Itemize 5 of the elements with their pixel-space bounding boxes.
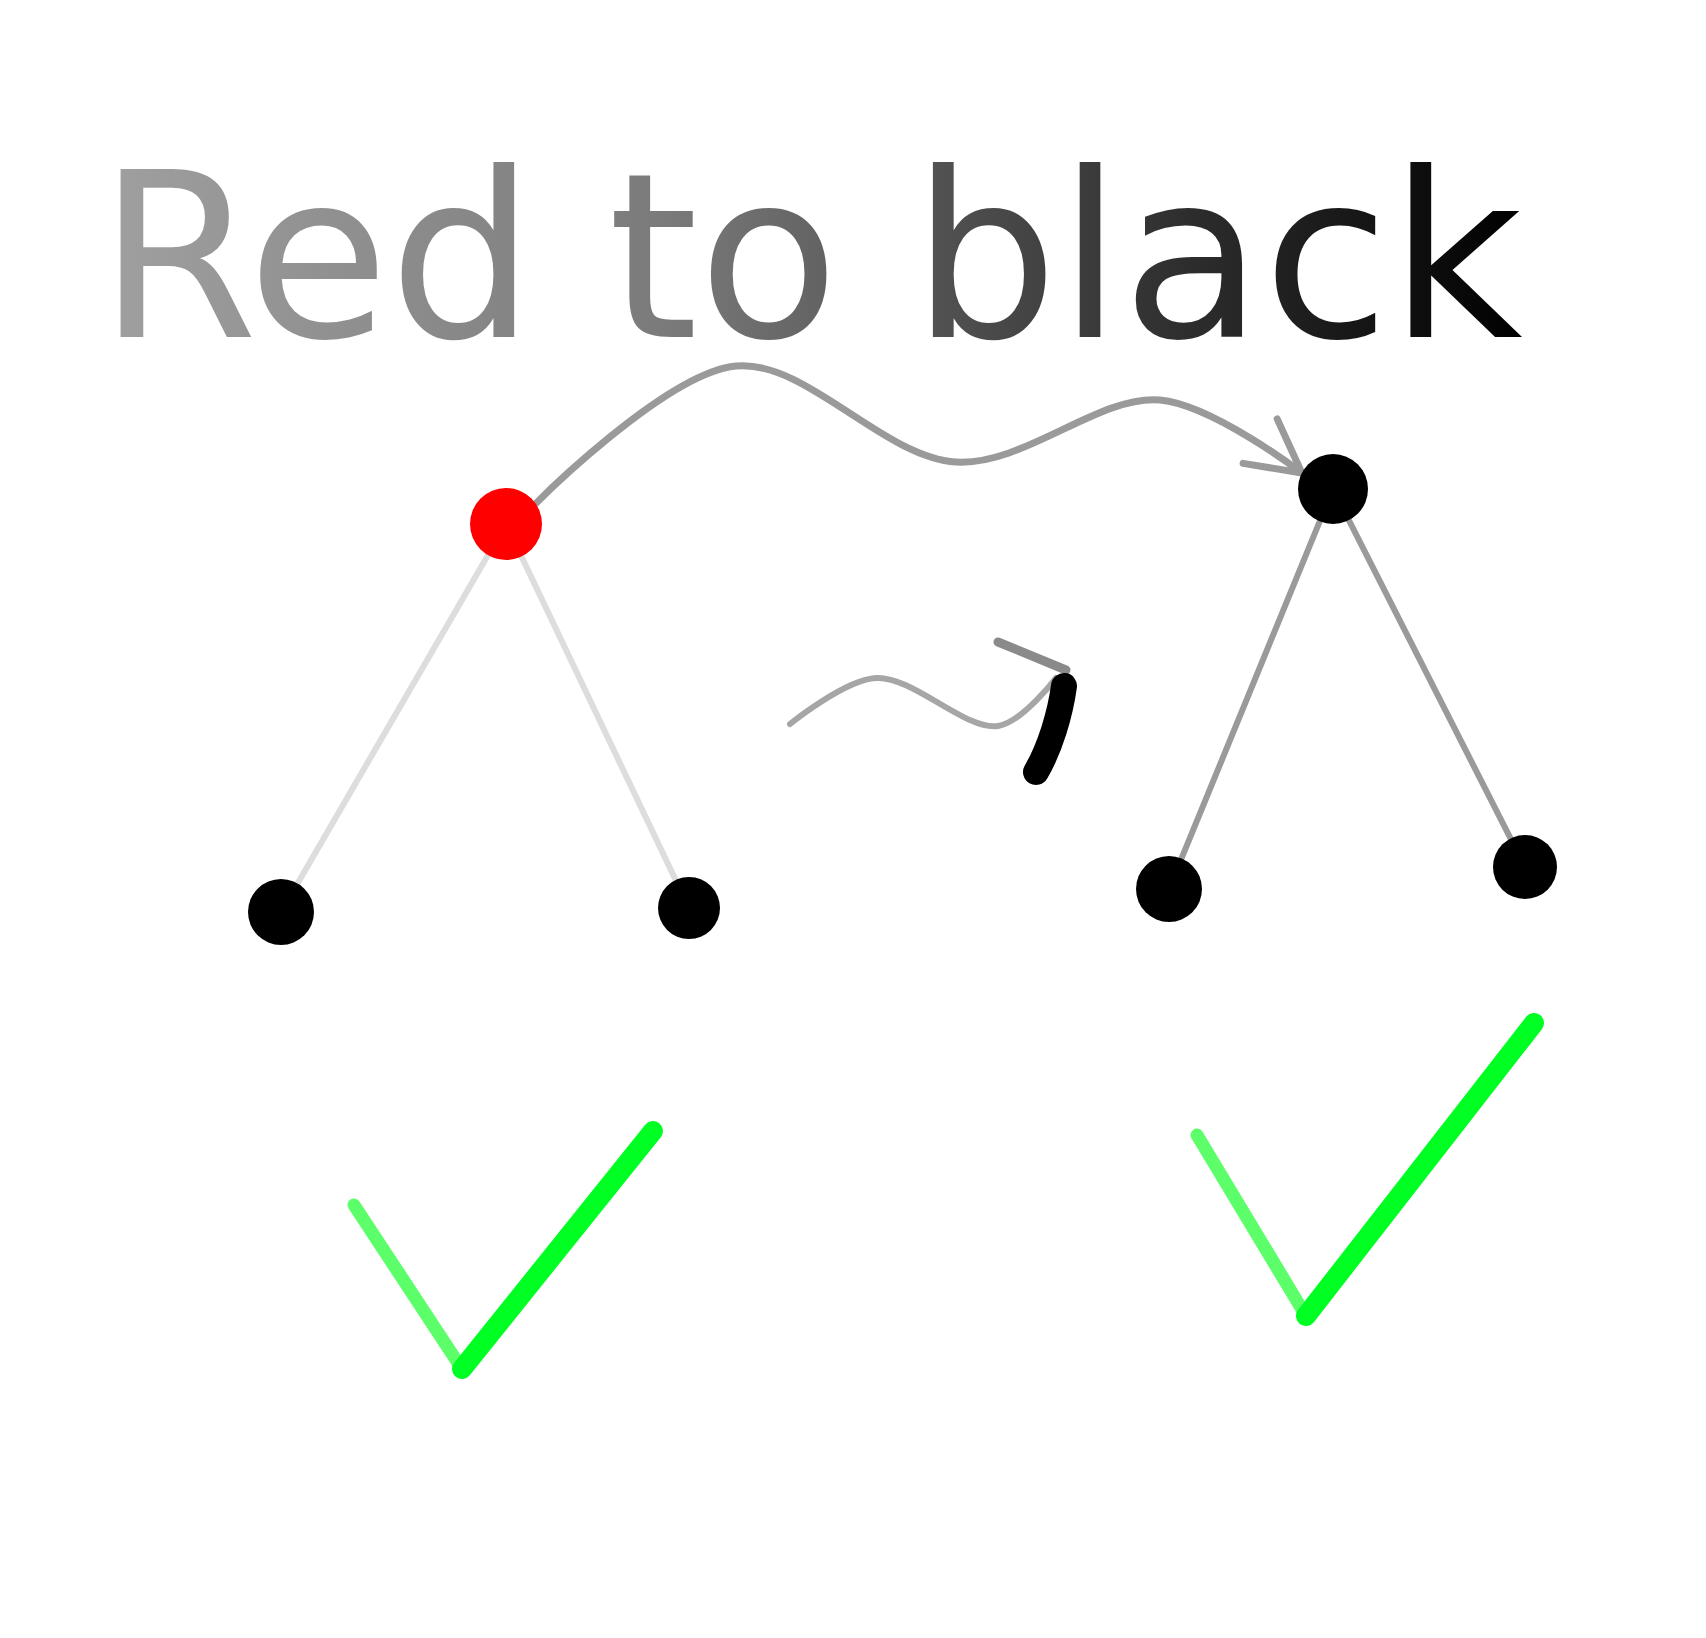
tree-edge [1345,517,1514,842]
tree-edge [294,552,491,887]
curved-arrow [532,362,1306,508]
tree-edge [1178,518,1323,862]
tree-edge [518,553,679,883]
